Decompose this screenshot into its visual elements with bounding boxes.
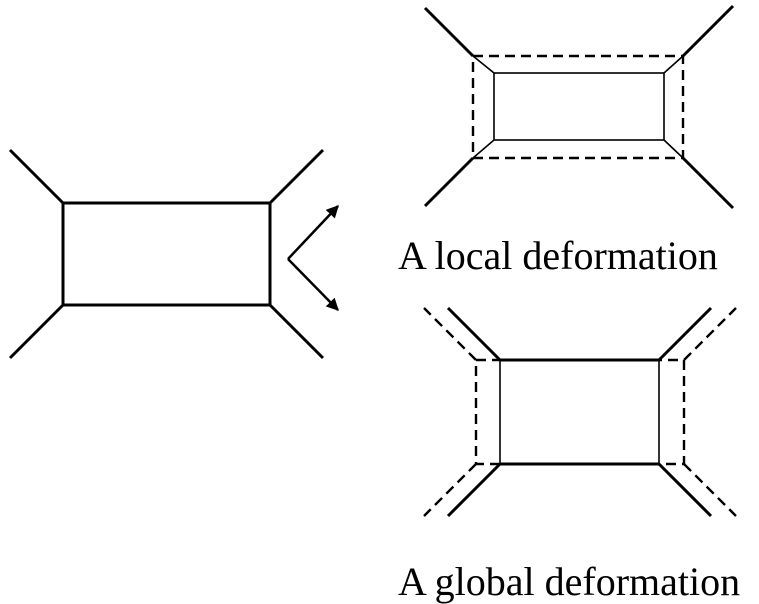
global-leg-bottom-right-dashed bbox=[683, 463, 737, 517]
local-leg-bottom-right bbox=[681, 156, 735, 210]
global-deformation-web bbox=[423, 306, 737, 518]
original-face bbox=[61, 201, 272, 307]
global-leg-top-left bbox=[446, 306, 502, 362]
global-leg-top-left-dashed bbox=[423, 307, 477, 361]
global-deformation-caption: A global deformation bbox=[398, 559, 741, 604]
arrow-to-global bbox=[287, 258, 339, 311]
original-leg-top-right bbox=[268, 148, 325, 205]
local-shrunk-face bbox=[493, 72, 665, 141]
local-original-face-dashed bbox=[471, 54, 685, 160]
branch-arrows bbox=[287, 205, 339, 311]
local-leg-bottom-left bbox=[423, 156, 475, 208]
global-leg-bottom-left bbox=[446, 462, 502, 518]
original-leg-top-left bbox=[8, 148, 65, 205]
local-deformation-web bbox=[423, 4, 735, 210]
original-leg-bottom-left bbox=[8, 303, 65, 360]
global-leg-bottom-right bbox=[657, 462, 713, 518]
global-original-face-dashed bbox=[474, 358, 686, 466]
local-leg-top-right bbox=[681, 4, 735, 58]
global-leg-top-right bbox=[657, 306, 713, 362]
local-leg-top-left bbox=[423, 6, 475, 58]
original-leg-bottom-right bbox=[268, 303, 325, 360]
global-leg-top-right-dashed bbox=[683, 307, 737, 361]
local-corner-bl bbox=[472, 139, 495, 159]
local-deformation-caption: A local deformation bbox=[398, 233, 718, 278]
local-corner-br bbox=[663, 139, 684, 159]
local-corner-tl bbox=[472, 55, 495, 74]
global-leg-bottom-left-dashed bbox=[423, 463, 477, 517]
original-web bbox=[8, 148, 325, 360]
local-corner-tr bbox=[663, 55, 684, 74]
arrow-to-local bbox=[287, 205, 339, 260]
